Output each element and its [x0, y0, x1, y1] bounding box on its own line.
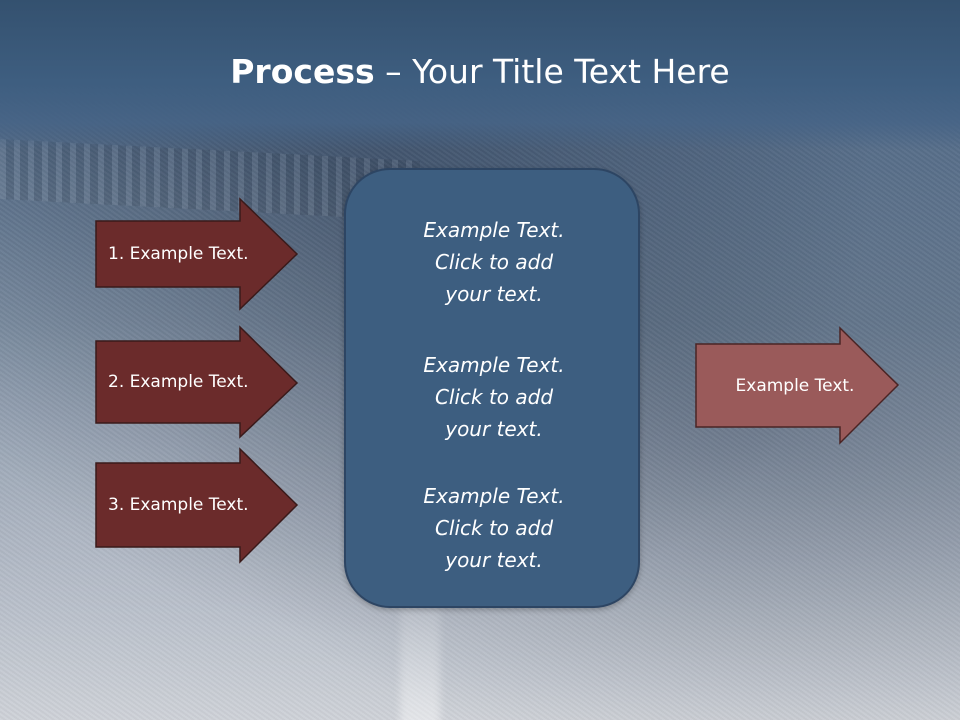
center-text-block-2: Example Text. Click to add your text. [423, 353, 565, 441]
step-arrow-3-label: 3. Example Text. [108, 495, 249, 515]
right-arrow-shape-icon [95, 447, 299, 564]
slide-title[interactable]: Process – Your Title Text Here [0, 52, 960, 91]
title-bold-part: Process [230, 52, 375, 91]
step-arrow-2[interactable]: 2. Example Text. [95, 325, 299, 439]
right-arrow-shape-icon [95, 325, 299, 439]
title-band [0, 0, 960, 150]
result-arrow-label: Example Text. [735, 375, 855, 396]
step-arrow-1[interactable]: 1. Example Text. [95, 197, 299, 311]
right-arrow-shape-icon [695, 326, 900, 445]
result-arrow[interactable]: Example Text. [695, 326, 900, 445]
right-arrow-shape-icon [95, 197, 299, 311]
step-arrow-1-label: 1. Example Text. [108, 244, 249, 264]
step-arrow-2-label: 2. Example Text. [108, 372, 249, 392]
center-text-block-3: Example Text. Click to add your text. [423, 484, 565, 572]
center-text-block-1: Example Text. Click to add your text. [423, 218, 565, 306]
step-arrow-3[interactable]: 3. Example Text. [95, 447, 299, 564]
title-rest-part: – Your Title Text Here [374, 52, 730, 91]
center-content-box[interactable]: Example Text. Click to add your text. Ex… [344, 168, 640, 608]
